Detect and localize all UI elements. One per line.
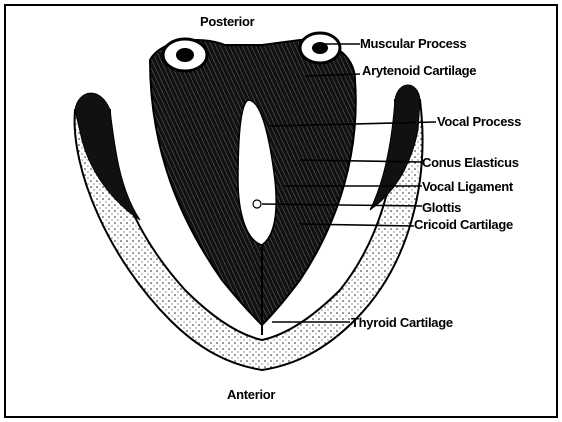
posterior-label: Posterior: [200, 15, 254, 29]
label-glottis: Glottis: [422, 201, 461, 215]
label-muscular-process: Muscular Process: [360, 37, 466, 51]
label-thyroid-cartilage: Thyroid Cartilage: [351, 316, 453, 330]
label-conus-elasticus: Conus Elasticus: [422, 156, 519, 170]
anterior-label: Anterior: [227, 388, 275, 402]
label-vocal-process: Vocal Process: [437, 115, 521, 129]
label-arytenoid-cartilage: Arytenoid Cartilage: [362, 64, 476, 78]
label-cricoid-cartilage: Cricoid Cartilage: [414, 218, 513, 232]
label-vocal-ligament: Vocal Ligament: [422, 180, 513, 194]
